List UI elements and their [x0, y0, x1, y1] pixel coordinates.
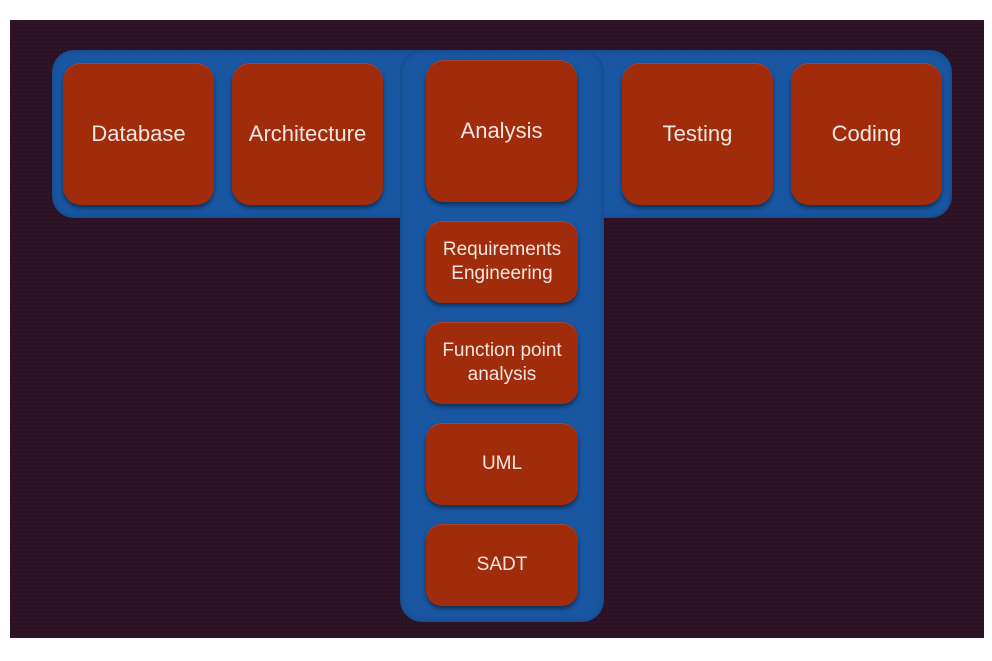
box-uml: UML [426, 423, 578, 505]
box-requirements-label-line1: Requirements [442, 239, 562, 261]
box-testing-label: Testing [662, 121, 733, 147]
box-function-point-analysis: Function point analysis [426, 322, 578, 404]
box-function-point-label-line1: Function point [442, 340, 562, 362]
box-uml-label: UML [481, 453, 523, 475]
slide-canvas: Database Architecture Analysis Testing C… [10, 20, 984, 638]
box-analysis-label: Analysis [460, 118, 543, 144]
box-database: Database [63, 63, 214, 205]
box-function-point-label-line2: analysis [467, 364, 537, 385]
box-architecture: Architecture [232, 63, 383, 205]
box-sadt: SADT [426, 524, 578, 606]
box-testing: Testing [622, 63, 773, 205]
box-architecture-label: Architecture [248, 121, 367, 147]
box-analysis: Analysis [426, 60, 577, 202]
box-coding-label: Coding [831, 121, 902, 147]
box-coding: Coding [791, 63, 942, 205]
box-requirements-label-line2: Engineering [451, 263, 553, 284]
box-requirements-engineering: Requirements Engineering [426, 221, 578, 303]
box-database-label: Database [91, 121, 186, 147]
box-sadt-label: SADT [476, 554, 528, 576]
